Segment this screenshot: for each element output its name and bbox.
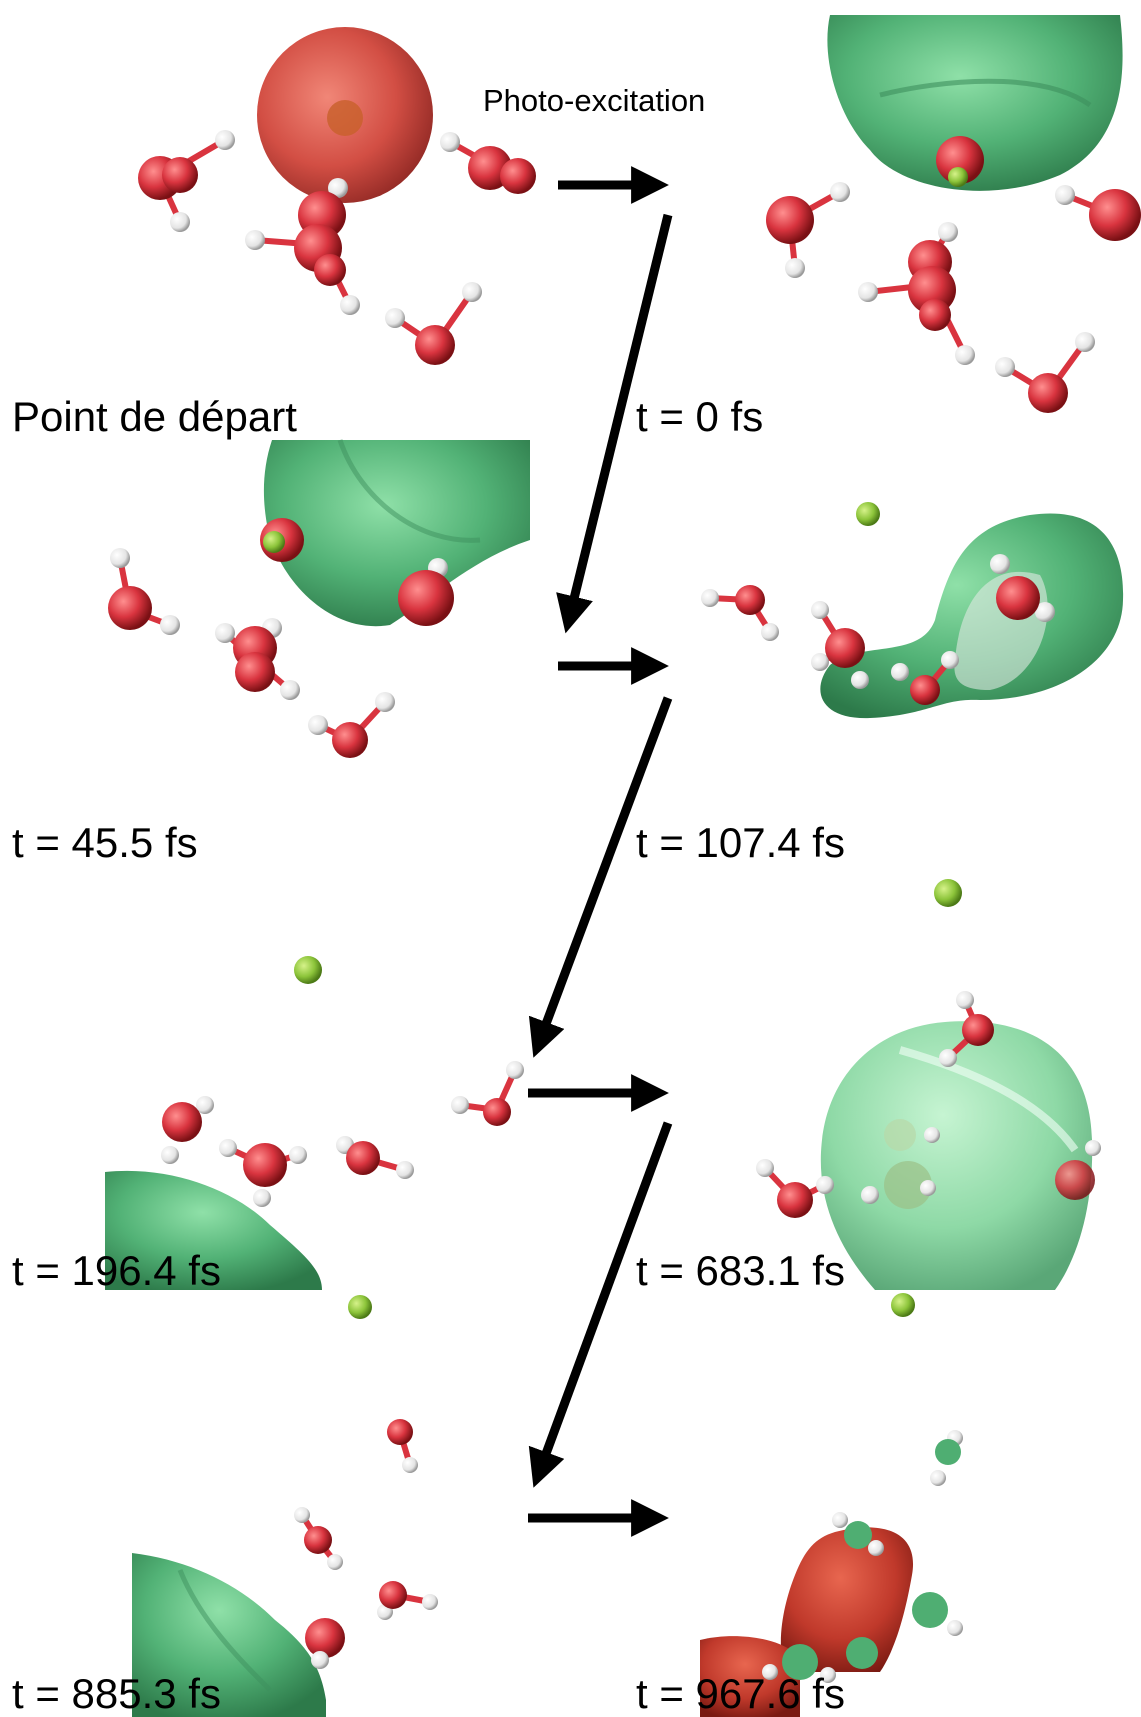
water-molecule-icon <box>1055 185 1141 241</box>
frame-t967 <box>700 1293 963 1717</box>
water-molecule-icon <box>440 132 536 194</box>
electron-density-green <box>820 1021 1093 1290</box>
time-label-t45: t = 45.5 fs <box>12 819 198 866</box>
electron-density-green <box>827 15 1123 191</box>
frame-t0 <box>766 15 1141 413</box>
start-label: Point de départ <box>12 393 297 440</box>
frame-t683 <box>756 879 1101 1290</box>
water-molecule-icon <box>294 1507 343 1570</box>
water-molecule-icon <box>387 1419 418 1473</box>
ion-sphere-icon <box>891 1293 915 1317</box>
water-molecule-icon <box>930 1430 963 1486</box>
water-molecule-icon <box>245 178 360 315</box>
frame-t196 <box>105 956 524 1290</box>
frame-t885 <box>132 1295 438 1717</box>
arrow-icon <box>528 696 673 1058</box>
water-molecule-icon <box>766 182 850 278</box>
water-molecule-icon <box>138 130 235 232</box>
time-label-t885: t = 885.3 fs <box>12 1670 221 1717</box>
water-molecule-icon <box>161 1096 214 1164</box>
electron-density-red <box>780 1527 914 1672</box>
water-molecule-icon <box>215 618 300 700</box>
electron-density-green <box>105 1170 322 1290</box>
electron-density-red <box>700 1636 800 1717</box>
water-molecule-icon <box>308 692 395 758</box>
water-molecule-icon <box>762 1637 878 1683</box>
frame-start <box>138 27 536 365</box>
ion-sphere-icon <box>856 502 880 526</box>
frame-t107 <box>701 502 1124 719</box>
ion-sphere-icon <box>327 100 363 136</box>
ion-sphere-icon <box>934 879 962 907</box>
water-molecule-icon <box>108 548 180 635</box>
water-molecule-icon <box>377 1581 438 1620</box>
water-molecule-icon <box>1055 1140 1101 1200</box>
water-molecule-icon <box>451 1061 524 1126</box>
water-molecule-icon <box>939 991 994 1067</box>
time-label-t0: t = 0 fs <box>636 393 764 440</box>
time-label-t196: t = 196.4 fs <box>12 1247 221 1294</box>
time-label-t967: t = 967.6 fs <box>636 1670 845 1717</box>
electron-density-green <box>263 440 530 627</box>
water-molecule-icon <box>861 1119 940 1209</box>
water-molecule-icon <box>891 651 959 705</box>
time-label-t107: t = 107.4 fs <box>636 819 845 866</box>
electron-density-green <box>132 1553 326 1717</box>
photo-excitation-caption: Photo-excitation <box>483 83 706 118</box>
water-molecule-icon <box>990 554 1055 622</box>
ion-sphere-icon <box>294 956 322 984</box>
arrows <box>528 166 673 1537</box>
water-molecule-icon <box>701 585 779 641</box>
water-molecule-icon <box>832 1512 884 1556</box>
water-molecule-icon <box>995 332 1095 413</box>
water-molecule-icon <box>811 601 869 689</box>
water-molecule-icon <box>336 1136 414 1179</box>
ion-sphere-icon <box>348 1295 372 1319</box>
water-molecule-icon <box>219 1139 307 1207</box>
water-molecule-icon <box>936 136 984 184</box>
water-molecule-icon <box>385 282 482 365</box>
frame-t45 <box>108 439 530 758</box>
ion-sphere-icon <box>263 531 285 553</box>
water-molecule-icon <box>398 558 454 626</box>
water-molecule-icon <box>912 1592 963 1636</box>
water-molecule-icon <box>756 1159 834 1218</box>
water-molecule-icon <box>858 222 975 365</box>
water-molecule-icon <box>305 1618 345 1669</box>
arrow-icon <box>556 213 673 634</box>
time-label-t683: t = 683.1 fs <box>636 1247 845 1294</box>
arrow-icon <box>528 1121 673 1488</box>
ion-sphere-icon <box>948 167 968 187</box>
